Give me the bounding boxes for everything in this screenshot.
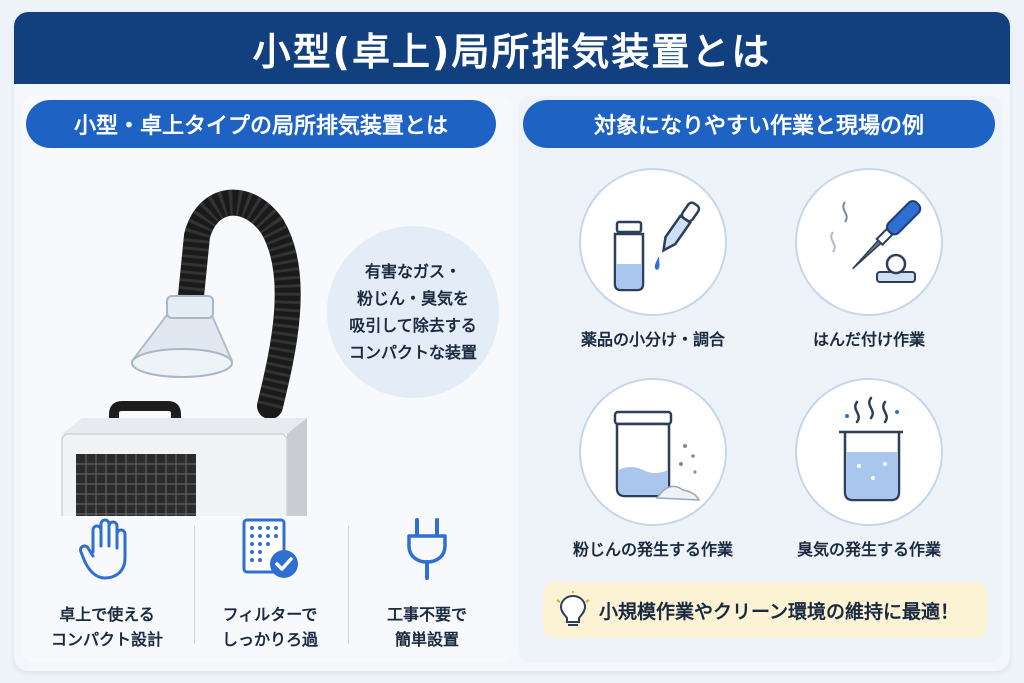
case-soldering: はんだ付け作業 <box>767 168 967 368</box>
case-odor: 臭気の発生する作業 <box>767 378 967 578</box>
case-label: 粉じんの発生する作業 <box>572 540 733 559</box>
right-heading: 対象になりやすい作業と現場の例 <box>523 100 995 148</box>
case-label: 臭気の発生する作業 <box>796 540 941 559</box>
steaming-beaker-icon <box>839 396 903 502</box>
filter-check-icon <box>242 518 298 578</box>
feature-text: フィルターで <box>222 605 318 624</box>
left-heading: 小型・卓上タイプの局所排気装置とは <box>26 100 496 148</box>
feature-text: 簡単設置 <box>394 630 459 649</box>
case-dust: 粉じんの発生する作業 <box>551 378 751 578</box>
bubble-line: 有害なガス・ <box>364 262 461 281</box>
title-bar: 小型(卓上)局所排気装置とは <box>14 12 1010 84</box>
feature-list: 卓上で使える コンパクト設計 <box>22 516 512 656</box>
bubble-line: 粉じん・臭気を <box>356 289 469 308</box>
feature-text: 工事不要で <box>386 605 467 624</box>
case-chemical: 薬品の小分け・調合 <box>551 168 751 368</box>
divider <box>194 526 195 644</box>
bubble-line: コンパクトな装置 <box>348 343 477 362</box>
right-panel: 対象になりやすい作業と現場の例 薬品の小分け・調合 <box>519 96 1002 662</box>
case-label: はんだ付け作業 <box>812 330 925 349</box>
fume-extractor-illustration <box>61 189 307 516</box>
infographic: 小型(卓上)局所排気装置とは 小型・卓上タイプの局所排気装置とは <box>14 12 1010 671</box>
hand-icon <box>79 518 127 580</box>
feature-filter: フィルターで しっかりろ過 <box>195 516 345 656</box>
page-title: 小型(卓上)局所排気装置とは <box>252 29 772 74</box>
chemical-dropper-icon <box>613 201 701 292</box>
description-bubble: 有害なガス・ 粉じん・臭気を 吸引して除去する コンパクトな装置 <box>327 226 499 398</box>
powder-jar-icon <box>613 410 701 501</box>
recommendation-banner: 小規模作業やクリーン環境の維持に最適！ <box>543 582 987 638</box>
left-panel: 小型・卓上タイプの局所排気装置とは <box>22 96 512 662</box>
lightbulb-icon <box>556 591 590 626</box>
plug-icon <box>407 518 447 580</box>
feature-text: しっかりろ過 <box>221 630 318 649</box>
feature-compact: 卓上で使える コンパクト設計 <box>32 516 182 656</box>
divider <box>348 526 349 644</box>
feature-text: コンパクト設計 <box>50 630 163 649</box>
bubble-line: 吸引して除去する <box>349 316 477 335</box>
case-label: 薬品の小分け・調合 <box>580 330 725 349</box>
feature-text: 卓上で使える <box>59 605 155 624</box>
feature-installation: 工事不要で 簡単設置 <box>352 516 502 656</box>
soldering-iron-icon <box>830 200 922 283</box>
banner-text: 小規模作業やクリーン環境の維持に最適！ <box>599 600 960 623</box>
